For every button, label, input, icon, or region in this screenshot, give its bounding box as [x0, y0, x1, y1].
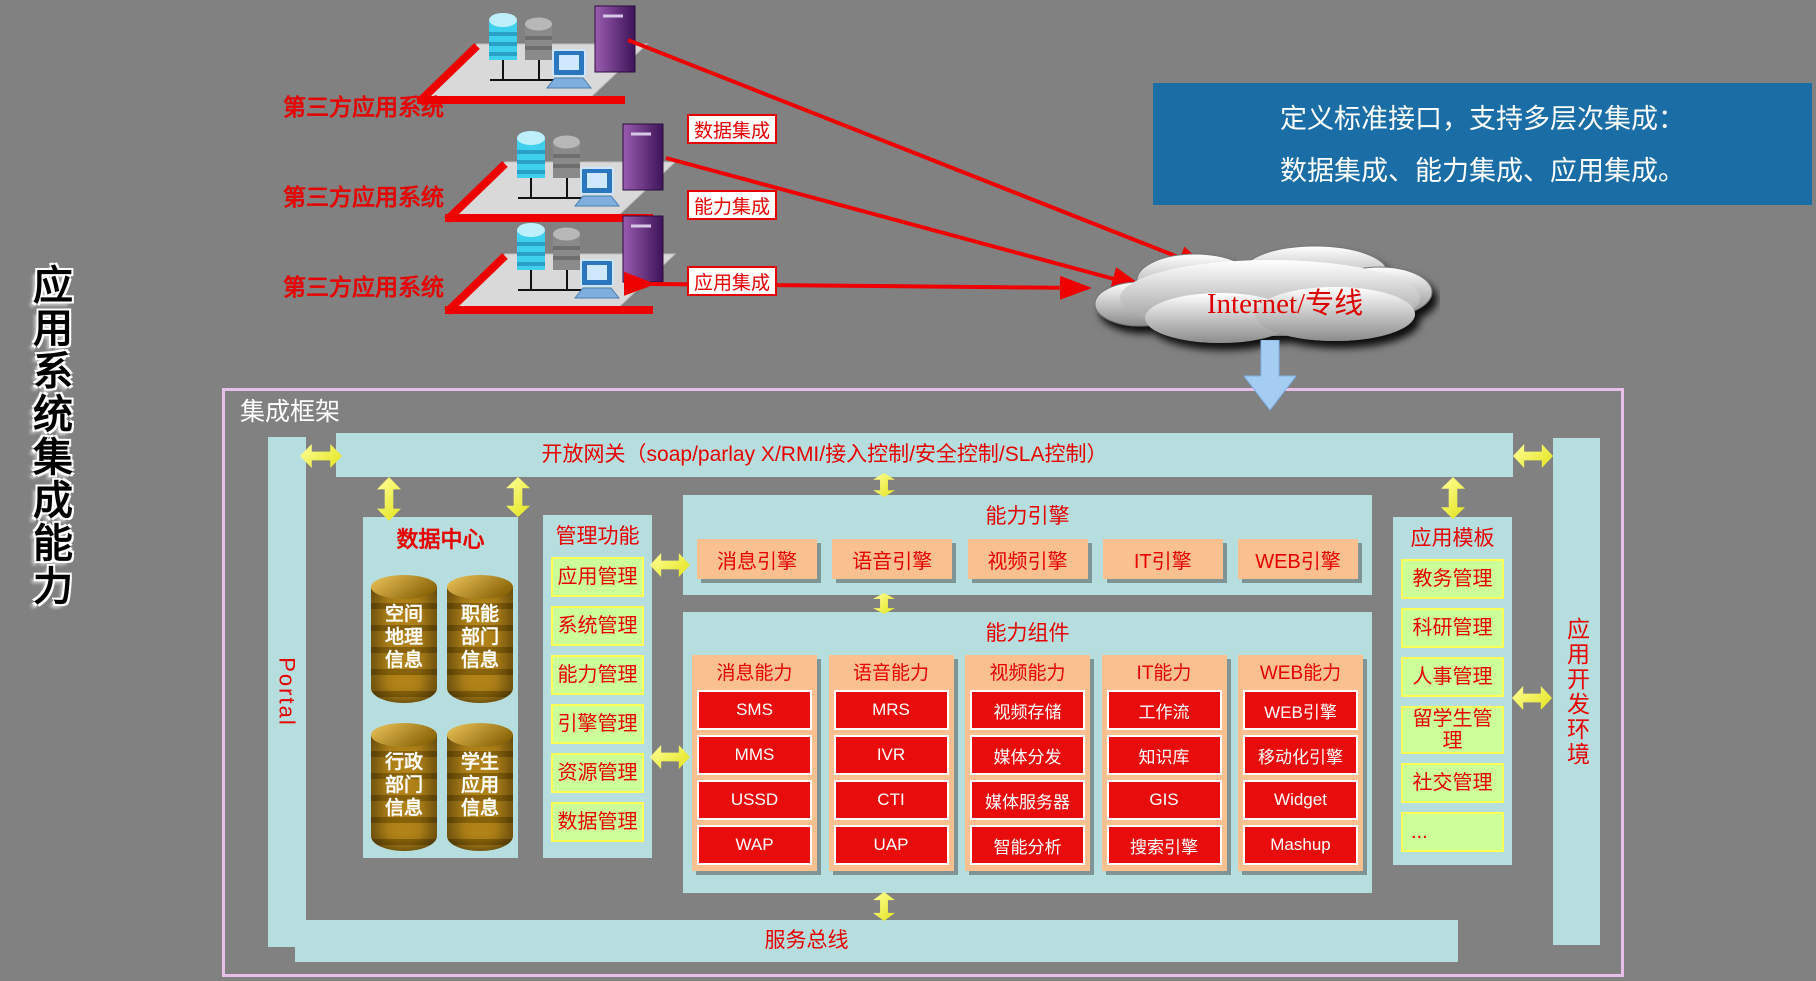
component-item: Mashup — [1243, 825, 1358, 865]
component-item: 工作流 — [1106, 690, 1222, 730]
component-item: WAP — [697, 825, 812, 865]
component-item: WEB引擎 — [1243, 690, 1358, 730]
component-item: 移动化引擎 — [1243, 735, 1358, 775]
component-column: IT能力 工作流 知识库 GIS 搜索引擎 — [1101, 655, 1227, 871]
third-party-system-label: 第三方应用系统 — [283, 94, 444, 120]
engines-row: 消息引擎 语音引擎 视频引擎 IT引擎 WEB引擎 — [683, 539, 1372, 579]
component-item: SMS — [697, 690, 812, 730]
template-item: 社交管理 — [1401, 763, 1504, 803]
component-column-title: 视频能力 — [989, 663, 1066, 684]
engine-item: 视频引擎 — [967, 539, 1088, 579]
db-cylinder: 空间 地理 信息 — [371, 575, 437, 707]
mgmt-item: 数据管理 — [551, 802, 644, 842]
info-box-line2: 数据集成、能力集成、应用集成。 — [1280, 156, 1685, 186]
engine-item: 语音引擎 — [832, 539, 953, 579]
framework-border — [222, 388, 1624, 977]
db-cylinder-body — [371, 735, 437, 851]
component-column: WEB能力 WEB引擎 移动化引擎 Widget Mashup — [1238, 655, 1363, 871]
template-item: ... — [1401, 812, 1504, 852]
engines-title: 能力引擎 — [985, 505, 1070, 528]
db-cylinder: 职能 部门 信息 — [447, 575, 513, 707]
info-box-line1: 定义标准接口，支持多层次集成： — [1280, 104, 1685, 134]
db-cylinder-label: 空间 地理 信息 — [384, 604, 423, 671]
portal-bar: Portal — [268, 437, 306, 947]
data-center-title: 数据中心 — [396, 527, 485, 552]
double-arrow-components-servicebus-icon — [873, 892, 895, 921]
component-item: MRS — [833, 690, 949, 730]
db-cylinder-label: 职能 部门 信息 — [460, 604, 499, 671]
mgmt-item: 资源管理 — [551, 753, 644, 793]
internet-label: Internet/专线 — [1206, 288, 1364, 320]
double-arrow-engines-components-icon — [873, 593, 895, 614]
component-column-title: 语音能力 — [852, 663, 929, 684]
template-item: 教务管理 — [1401, 559, 1504, 599]
component-item: CTI — [833, 780, 949, 820]
integration-label-data: 数据集成 — [687, 114, 777, 144]
component-column: 语音能力 MRS IVR CTI UAP — [828, 655, 954, 871]
component-item: 视频存储 — [970, 690, 1085, 730]
cloud-icon — [1094, 245, 1433, 343]
service-bus-bar: 服务总线 — [295, 920, 1458, 962]
engine-item: 消息引擎 — [697, 539, 817, 579]
component-column: 视频能力 视频存储 媒体分发 媒体服务器 智能分析 — [965, 655, 1090, 871]
components-title: 能力组件 — [985, 622, 1070, 645]
mgmt-panel: 管理功能 应用管理 系统管理 能力管理 引擎管理 资源管理 数据管理 — [543, 515, 652, 858]
db-cylinder-body — [371, 587, 437, 703]
third-party-system-label: 第三方应用系统 — [283, 274, 444, 300]
template-item: 留学生管理 — [1401, 706, 1504, 754]
component-item: USSD — [697, 780, 812, 820]
component-item: 媒体分发 — [970, 735, 1085, 775]
component-item: 媒体服务器 — [970, 780, 1085, 820]
component-column-title: WEB能力 — [1259, 663, 1342, 684]
third-party-system-label: 第三方应用系统 — [283, 184, 444, 210]
component-item: IVR — [833, 735, 949, 775]
component-column-title: 消息能力 — [716, 663, 793, 684]
component-column: 消息能力 SMS MMS USSD WAP — [692, 655, 817, 871]
templates-title: 应用模板 — [1410, 527, 1495, 550]
db-cylinder-body — [447, 587, 513, 703]
template-item: 人事管理 — [1401, 657, 1504, 697]
integration-label-application: 应用集成 — [687, 266, 777, 296]
dev-env-bar: 应用开发环境 — [1553, 438, 1600, 945]
component-item: 搜索引擎 — [1106, 825, 1222, 865]
data-center-panel: 数据中心 空间 地理 信息 职能 部门 信息 行政 部门 信息 学生 应用 信息 — [363, 517, 518, 858]
dev-env-label: 应用开发环境 — [1563, 616, 1590, 767]
portal-label: Portal — [275, 657, 301, 727]
db-cylinder: 行政 部门 信息 — [371, 723, 437, 855]
gateway-bar: 开放网关（soap/parlay X/RMI/接入控制/安全控制/SLA控制） — [336, 433, 1513, 477]
framework-title: 集成框架 — [240, 398, 341, 426]
engines-panel: 能力引擎 消息引擎 语音引擎 视频引擎 IT引擎 WEB引擎 — [683, 495, 1372, 595]
mgmt-item: 应用管理 — [551, 557, 644, 597]
db-cylinder-label: 行政 部门 信息 — [384, 752, 423, 819]
integration-label-capability: 能力集成 — [687, 190, 777, 220]
component-item: UAP — [833, 825, 949, 865]
db-cylinder-label: 学生 应用 信息 — [460, 752, 499, 819]
mgmt-title: 管理功能 — [555, 525, 640, 548]
db-cylinder-body — [447, 735, 513, 851]
mgmt-item: 引擎管理 — [551, 704, 644, 744]
info-box: 定义标准接口，支持多层次集成： 数据集成、能力集成、应用集成。 — [1153, 83, 1812, 205]
engine-item: IT引擎 — [1102, 539, 1223, 579]
page-title: 应用系统集成能力 — [27, 264, 71, 608]
template-item: 科研管理 — [1401, 608, 1504, 648]
mgmt-item: 系统管理 — [551, 606, 644, 646]
down-arrow-icon — [1244, 340, 1296, 410]
component-column-title: IT能力 — [1136, 663, 1192, 684]
mgmt-item: 能力管理 — [551, 655, 644, 695]
components-panel: 能力组件 消息能力 SMS MMS USSD WAP 语音能力 MRS IVR … — [683, 612, 1372, 893]
engine-item: WEB引擎 — [1238, 539, 1358, 579]
component-item: 知识库 — [1106, 735, 1222, 775]
component-item: 智能分析 — [970, 825, 1085, 865]
templates-panel: 应用模板 教务管理 科研管理 人事管理 留学生管理 社交管理 ... — [1393, 517, 1512, 865]
db-cylinder: 学生 应用 信息 — [447, 723, 513, 855]
components-row: 消息能力 SMS MMS USSD WAP 语音能力 MRS IVR CTI U… — [683, 655, 1372, 871]
component-item: Widget — [1243, 780, 1358, 820]
component-item: GIS — [1106, 780, 1222, 820]
component-item: MMS — [697, 735, 812, 775]
double-arrow-gateway-engines-icon — [873, 473, 895, 497]
